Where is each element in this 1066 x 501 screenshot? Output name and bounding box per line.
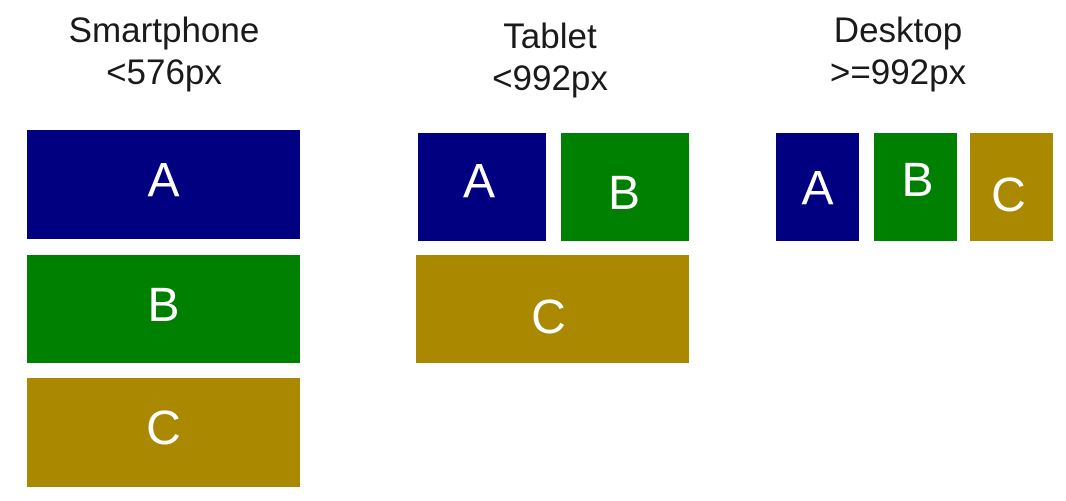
tablet-box-a-label: A [462, 154, 495, 208]
smartphone-box-a-label: A [147, 154, 180, 207]
desktop-title: Desktop >=992px [768, 10, 1028, 94]
desktop-box-b: B [874, 133, 957, 241]
smartphone-box-b-label: B [147, 278, 180, 332]
smartphone-box-a: A [27, 130, 300, 239]
smartphone-name: Smartphone [68, 11, 260, 50]
tablet-box-c-label: C [531, 290, 566, 344]
desktop-box-c: C [970, 133, 1053, 241]
desktop-name: Desktop [833, 11, 963, 50]
desktop-box-a-label: A [801, 161, 834, 215]
tablet-title: Tablet <992px [420, 16, 680, 100]
tablet-box-b: B [561, 133, 689, 241]
smartphone-box-b: B [27, 255, 300, 363]
tablet-box-b-label: B [607, 166, 640, 220]
smartphone-box-c-label: C [146, 402, 181, 455]
desktop-box-a: A [776, 133, 859, 241]
desktop-box-c-label: C [991, 168, 1026, 222]
desktop-breakpoint: >=992px [829, 53, 967, 92]
smartphone-title: Smartphone <576px [34, 10, 294, 94]
tablet-box-c: C [416, 255, 689, 363]
desktop-box-b-label: B [901, 153, 934, 207]
tablet-name: Tablet [503, 17, 597, 56]
tablet-box-a: A [418, 133, 546, 241]
tablet-breakpoint: <992px [492, 59, 608, 98]
smartphone-breakpoint: <576px [106, 53, 222, 92]
smartphone-box-c: C [27, 378, 300, 487]
